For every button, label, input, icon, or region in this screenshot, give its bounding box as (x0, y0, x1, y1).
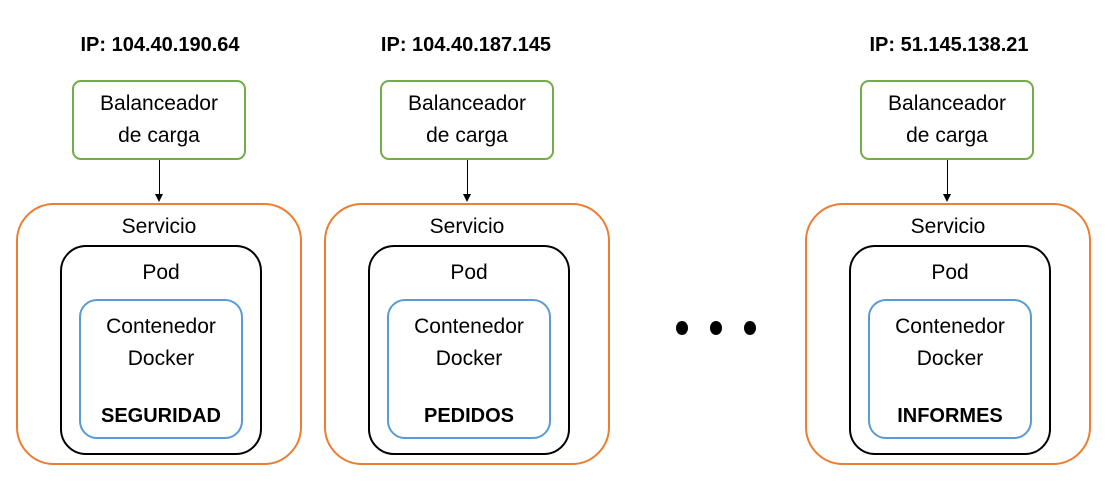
pod-label: Pod (450, 261, 488, 284)
load-balancer: Balanceador de carga (380, 80, 554, 160)
container-box: Contenedor Docker INFORMES (868, 299, 1032, 439)
ellipsis-dot (744, 321, 756, 335)
ip-label: IP: 104.40.190.64 (80, 34, 240, 56)
container-label-line1: Contenedor (106, 315, 216, 338)
arrow-lb-to-service (155, 160, 163, 202)
service-label: Servicio (121, 215, 197, 238)
container-box: Contenedor Docker SEGURIDAD (79, 299, 243, 439)
container-label-line2: Docker (435, 347, 503, 370)
ellipsis-dot (676, 321, 688, 335)
container-label: Contenedor Docker (870, 311, 1030, 375)
service-box: Servicio Pod Contenedor Docker PEDIDOS (324, 203, 610, 465)
service-box: Servicio Pod Contenedor Docker INFORMES (805, 203, 1091, 465)
ip-label: IP: 51.145.138.21 (869, 34, 1029, 56)
pod-label: Pod (931, 261, 969, 284)
load-balancer-label-line1: Balanceador (100, 92, 218, 115)
service-box: Servicio Pod Contenedor Docker SEGURIDAD (16, 203, 302, 465)
pod-box: Pod Contenedor Docker SEGURIDAD (60, 245, 262, 455)
container-box: Contenedor Docker PEDIDOS (387, 299, 551, 439)
container-name: INFORMES (897, 405, 1003, 427)
container-label-line2: Docker (916, 347, 984, 370)
load-balancer: Balanceador de carga (860, 80, 1034, 160)
container-label-line1: Contenedor (414, 315, 524, 338)
container-label-line1: Contenedor (895, 315, 1005, 338)
service-label: Servicio (429, 215, 505, 238)
load-balancer-label-line1: Balanceador (888, 92, 1006, 115)
container-label-line2: Docker (127, 347, 195, 370)
container-label: Contenedor Docker (81, 311, 241, 375)
stack-seguridad: IP: 104.40.190.64 Balanceador de carga S… (15, 0, 305, 491)
ip-label: IP: 104.40.187.145 (380, 34, 552, 56)
pod-box: Pod Contenedor Docker INFORMES (849, 245, 1051, 455)
container-name: PEDIDOS (423, 405, 515, 427)
load-balancer-label-line2: de carga (426, 124, 508, 147)
load-balancer: Balanceador de carga (72, 80, 246, 160)
arrow-lb-to-service (463, 160, 471, 202)
pod-box: Pod Contenedor Docker PEDIDOS (368, 245, 570, 455)
service-label: Servicio (910, 215, 986, 238)
stack-informes: IP: 51.145.138.21 Balanceador de carga S… (804, 0, 1094, 491)
container-name: SEGURIDAD (100, 405, 221, 427)
load-balancer-label-line1: Balanceador (408, 92, 526, 115)
arrow-lb-to-service (943, 160, 951, 202)
container-label: Contenedor Docker (389, 311, 549, 375)
more-services-ellipsis (676, 321, 756, 341)
stack-pedidos: IP: 104.40.187.145 Balanceador de carga … (324, 0, 614, 491)
pod-label: Pod (142, 261, 180, 284)
ellipsis-dot (710, 321, 722, 335)
load-balancer-label-line2: de carga (118, 124, 200, 147)
load-balancer-label-line2: de carga (906, 124, 988, 147)
